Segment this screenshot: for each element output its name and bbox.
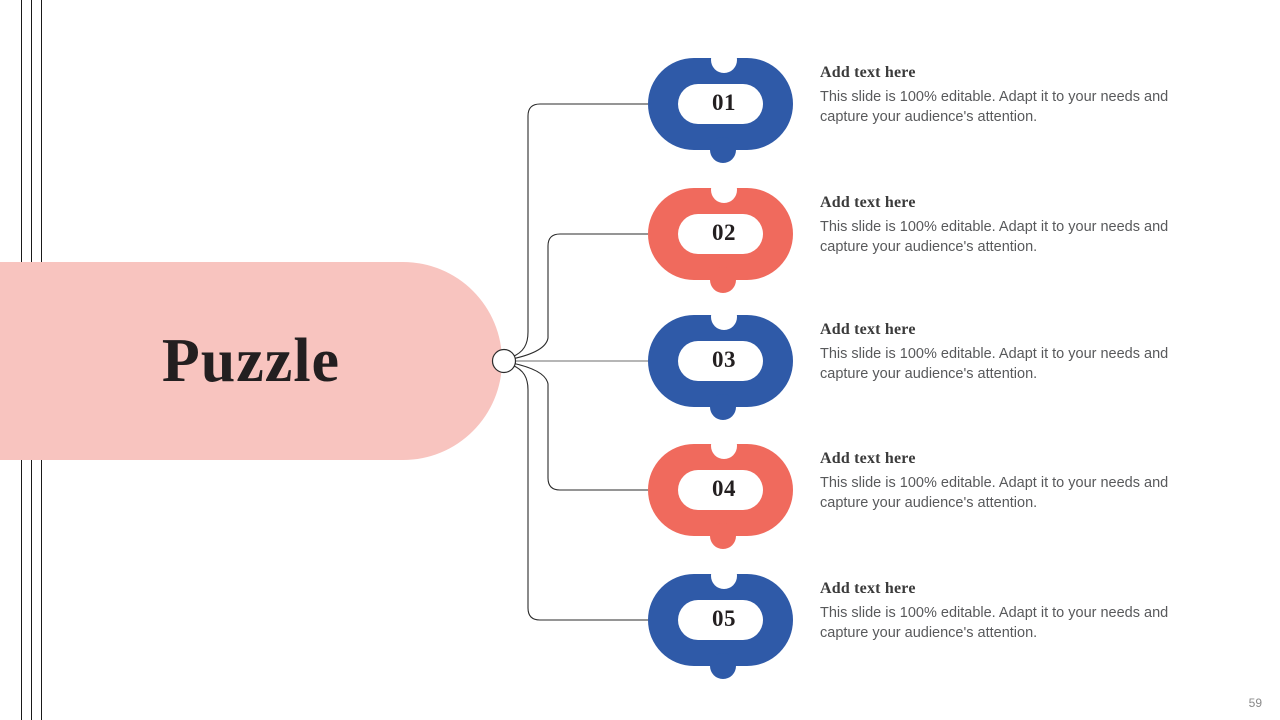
item-text-block: Add text here This slide is 100% editabl…	[820, 194, 1220, 257]
list-item[interactable]: 04 Add text here This slide is 100% edit…	[640, 434, 1240, 564]
connector-line-4	[511, 362, 648, 491]
puzzle-piece-3[interactable]: 03	[648, 305, 800, 435]
item-text-block: Add text here This slide is 100% editabl…	[820, 321, 1220, 384]
connector-line-2	[511, 233, 648, 360]
list-item[interactable]: 02 Add text here This slide is 100% edit…	[640, 178, 1240, 308]
item-heading: Add text here	[820, 194, 916, 211]
puzzle-piece-2[interactable]: 02	[648, 178, 800, 308]
item-heading: Add text here	[820, 450, 916, 467]
page-number: 59	[1248, 696, 1262, 710]
item-body: This slide is 100% editable. Adapt it to…	[820, 475, 1169, 511]
piece-number-label: 03	[712, 347, 736, 372]
item-body: This slide is 100% editable. Adapt it to…	[820, 605, 1169, 641]
item-heading: Add text here	[820, 580, 916, 597]
piece-number-label: 05	[712, 606, 736, 631]
title-banner: Puzzle	[0, 262, 502, 460]
puzzle-piece-1[interactable]: 01	[648, 48, 800, 178]
puzzle-piece-5[interactable]: 05	[648, 564, 800, 694]
item-heading: Add text here	[820, 64, 916, 81]
connector-line-1	[511, 103, 648, 358]
item-body: This slide is 100% editable. Adapt it to…	[820, 219, 1169, 255]
connector-lines	[511, 103, 648, 621]
piece-number-label: 01	[712, 90, 736, 115]
list-item[interactable]: 05 Add text here This slide is 100% edit…	[640, 564, 1240, 694]
item-text-block: Add text here This slide is 100% editabl…	[820, 580, 1220, 643]
item-text-block: Add text here This slide is 100% editabl…	[820, 450, 1220, 513]
item-body: This slide is 100% editable. Adapt it to…	[820, 89, 1169, 125]
piece-number-label: 04	[712, 476, 736, 501]
item-body: This slide is 100% editable. Adapt it to…	[820, 346, 1169, 382]
list-item[interactable]: 01 Add text here This slide is 100% edit…	[640, 48, 1240, 178]
list-item[interactable]: 03 Add text here This slide is 100% edit…	[640, 305, 1240, 435]
puzzle-piece-4[interactable]: 04	[648, 434, 800, 564]
item-heading: Add text here	[820, 321, 916, 338]
connector-line-5	[511, 364, 648, 621]
piece-number-label: 02	[712, 220, 736, 245]
page-title: Puzzle	[161, 326, 341, 395]
item-text-block: Add text here This slide is 100% editabl…	[820, 64, 1220, 127]
